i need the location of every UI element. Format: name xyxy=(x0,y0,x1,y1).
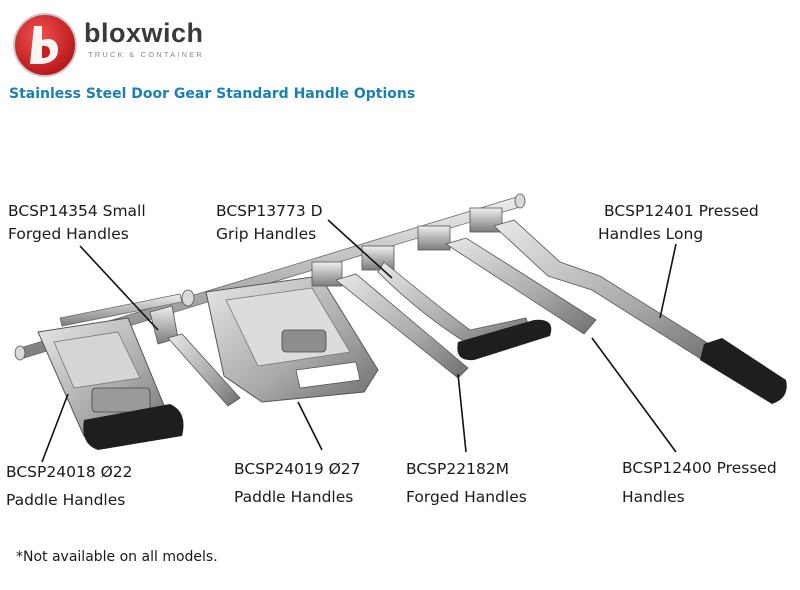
d-grip-handle xyxy=(361,245,552,361)
page-title: Stainless Steel Door Gear Standard Handl… xyxy=(9,86,416,102)
forged-handle xyxy=(311,261,469,379)
label-bcsp24019: BCSP24019 Ø27 Paddle Handles xyxy=(234,455,361,511)
brand-name: bloxwich xyxy=(84,18,204,48)
label-bcsp22182m: BCSP22182M Forged Handles xyxy=(406,455,527,511)
label-bcsp12401: BCSP12401 Pressed Handles Long xyxy=(598,200,759,246)
label-bcsp12400: BCSP12400 Pressed Handles xyxy=(622,454,777,512)
label-code: BCSP12401 Pressed xyxy=(604,202,759,220)
label-desc: Forged Handles xyxy=(8,225,129,243)
label-code: BCSP12400 Pressed xyxy=(622,459,777,477)
label-code: BCSP14354 Small xyxy=(8,202,146,220)
label-desc: Handles Long xyxy=(598,225,704,243)
label-code: BCSP22182M xyxy=(406,460,510,478)
label-code: BCSP24019 Ø27 xyxy=(234,460,361,478)
small-forged-handle xyxy=(149,305,241,407)
label-bcsp13773: BCSP13773 D Grip Handles xyxy=(216,200,323,246)
paddle-handle-22 xyxy=(37,317,184,450)
paddle-handle-27 xyxy=(205,275,379,403)
label-desc: Paddle Handles xyxy=(6,491,126,509)
label-bcsp14354: BCSP14354 Small Forged Handles xyxy=(8,200,146,246)
brand-tagline: TRUCK & CONTAINER xyxy=(88,50,205,59)
label-bcsp24018: BCSP24018 Ø22 Paddle Handles xyxy=(6,458,133,514)
label-desc: Forged Handles xyxy=(406,488,527,506)
label-desc: Paddle Handles xyxy=(234,488,354,506)
pressed-handle-long xyxy=(493,219,787,404)
label-code: BCSP24018 Ø22 xyxy=(6,463,133,481)
label-code: BCSP13773 D xyxy=(216,202,323,220)
footnote: *Not available on all models. xyxy=(16,549,218,565)
bloxwich-logo-icon xyxy=(13,13,77,77)
label-desc: Grip Handles xyxy=(216,225,317,243)
label-desc: Handles xyxy=(622,488,685,506)
brand-logo xyxy=(12,12,242,78)
leader-lines xyxy=(41,219,677,463)
